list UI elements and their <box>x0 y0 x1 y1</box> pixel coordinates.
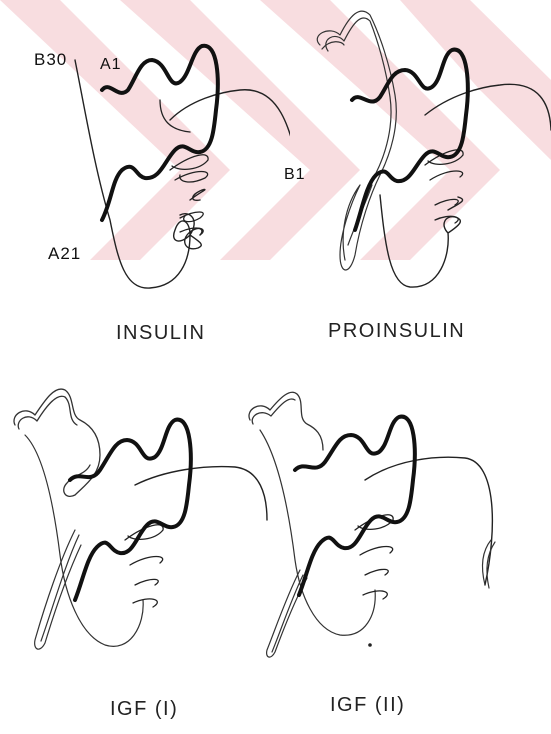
proinsulin-structure-diagram <box>300 5 551 305</box>
caption-proinsulin: PROINSULIN <box>328 320 465 343</box>
label-a1: A1 <box>100 56 122 74</box>
c-domain-outline <box>14 389 100 496</box>
igf2-structure-diagram <box>235 380 515 670</box>
a-chain-trace <box>295 417 415 595</box>
a-chain-trace <box>70 420 191 600</box>
label-b30: B30 <box>34 50 67 70</box>
b-chain-trace <box>75 60 290 288</box>
c-domain-outline <box>249 392 323 450</box>
caption-igf1: IGF (I) <box>110 698 178 721</box>
caption-insulin: INSULIN <box>116 322 205 345</box>
label-a21: A21 <box>48 244 81 264</box>
a-chain-trace <box>352 50 468 230</box>
b-chain-helix <box>170 155 208 235</box>
caption-igf2: IGF (II) <box>330 694 405 717</box>
